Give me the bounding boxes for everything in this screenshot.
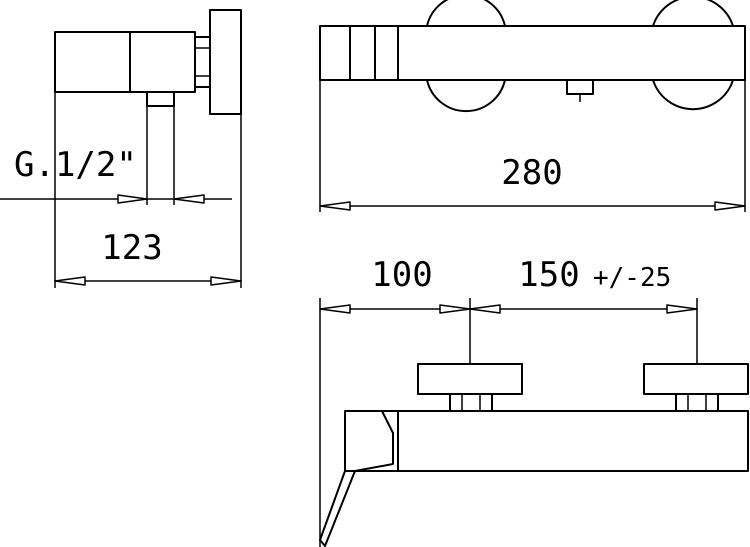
front-view: 100 150 +/-25 <box>319 255 749 547</box>
top-flange-right-lower <box>652 79 734 111</box>
top-flange-right-upper <box>652 0 734 27</box>
depth-arrow-right <box>210 276 242 286</box>
depth-label: 123 <box>101 228 162 268</box>
front-nut-left <box>449 393 493 412</box>
side-outlet-nut <box>146 91 175 107</box>
side-body <box>54 31 196 93</box>
side-connector <box>194 36 211 88</box>
thread-arrow-right <box>173 194 205 204</box>
thread-label: G.1/2" <box>14 145 137 185</box>
top-flange-left-upper <box>426 0 506 27</box>
offset-arrow-right <box>439 304 471 314</box>
front-handle-cap <box>345 410 394 472</box>
centers-tolerance-label: +/-25 <box>593 263 671 293</box>
thread-arrow-left <box>117 194 148 204</box>
side-wall-flange <box>209 9 242 115</box>
offset-arrow-left <box>319 304 351 314</box>
front-flange-left <box>417 363 523 395</box>
front-flange-right <box>643 363 749 395</box>
top-view: 280 <box>319 0 746 212</box>
front-body <box>397 410 749 472</box>
front-lever <box>319 470 356 547</box>
centers-arrow-left <box>469 304 501 314</box>
top-body <box>319 25 746 81</box>
centers-label: 150 <box>518 255 579 295</box>
length-arrow-right <box>714 201 746 211</box>
top-flange-left-lower <box>426 79 506 113</box>
side-view: G.1/2" 123 <box>0 9 242 288</box>
length-label: 280 <box>501 153 562 193</box>
length-arrow-left <box>319 201 351 211</box>
offset-label: 100 <box>371 255 432 295</box>
top-outlet-nut <box>566 79 594 95</box>
depth-arrow-left <box>54 276 86 286</box>
front-handle-base <box>344 410 398 472</box>
centers-arrow-right <box>666 304 698 314</box>
front-nut-right <box>675 393 719 412</box>
